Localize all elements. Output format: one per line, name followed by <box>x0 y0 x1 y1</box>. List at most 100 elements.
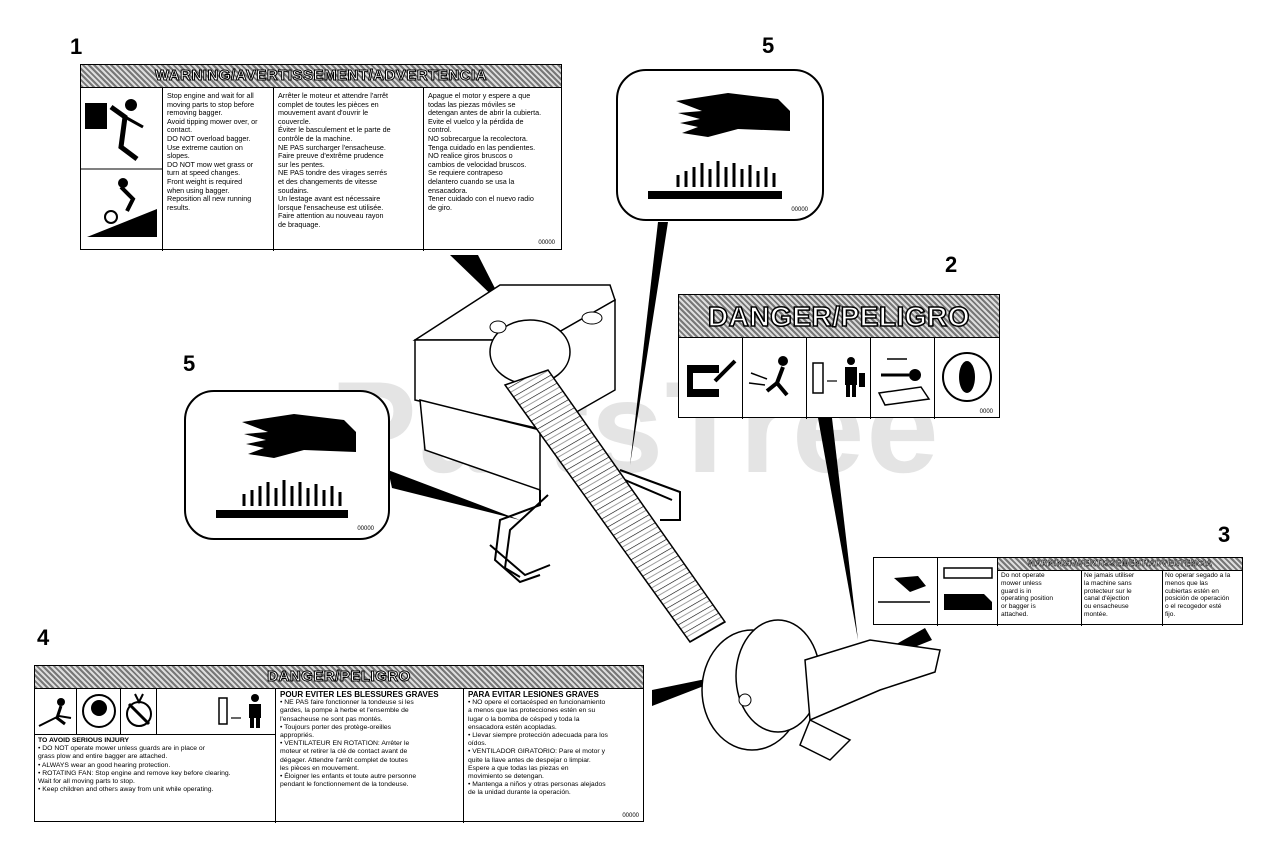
decal-1-english-line: contact. <box>167 125 193 135</box>
guard-in-place-icon <box>943 567 993 610</box>
decal-1-french-line: NE PAS tondre des virages serrés <box>278 168 387 178</box>
decal-3-english-line: Do not operate <box>1001 572 1045 579</box>
decal-1-header: WARNING/AVERTISSEMENT/ADVERTENCIA <box>81 65 561 88</box>
decal-4-english-line: • ROTATING FAN: Stop engine and remove k… <box>38 769 231 777</box>
decal-3-spanish-line: o el recogedor esté <box>1165 603 1222 611</box>
decal-1-spanish-line: de giro. <box>428 202 452 212</box>
decal-5-left-hand-hazard: 00000 <box>184 390 390 540</box>
decal-5-top-hand-hazard: 00000 <box>616 69 824 221</box>
decal-5-left-part-code: 00000 <box>357 526 374 532</box>
decal-1-divider <box>273 87 274 251</box>
decal-3-english-line: guard is in <box>1001 587 1032 595</box>
decal-4-english-text: TO AVOID SERIOUS INJURY • DO NOT operate… <box>38 737 274 821</box>
decal-4-danger: DANGER/PELIGRO TO AVOID SERIOUS <box>34 665 644 823</box>
decal-4-picto-1 <box>35 688 77 734</box>
decal-4-french-line: gardes, la pompe à herbe et l'ensemble d… <box>280 707 409 715</box>
decal-3-spanish-line: No operar segado a la <box>1165 572 1231 579</box>
decal-4-english-line: • DO NOT operate mower unless guards are… <box>38 745 205 753</box>
fan-hazard-icon <box>687 359 737 397</box>
decal-4-spanish-line: Espere a que todas las piezas en <box>468 764 569 772</box>
decal-4-divider <box>35 734 275 735</box>
decal-4-picto-3 <box>121 688 157 734</box>
decal-4-english-line: grass plow and entire bagger are attache… <box>38 753 168 761</box>
decal-1-spanish-line: control. <box>428 125 452 135</box>
decal-4-french-line: l'ensacheuse ne sont pas montés. <box>280 715 383 723</box>
remove-key-icon <box>877 358 931 406</box>
decal-3-french-line: Ne jamais utiliser <box>1084 572 1135 579</box>
decal-1-english-line: turn at speed changes. <box>167 168 241 178</box>
hearing-protection-icon <box>82 694 116 728</box>
decal-4-french-text: POUR ÉVITER LES BLESSURES GRAVES • NE PA… <box>280 691 462 819</box>
discharge-hose <box>503 369 727 643</box>
hand-cut-hazard-icon <box>216 414 356 518</box>
thrown-object-icon <box>38 698 72 727</box>
decal-3-spanish-line: posición de operación <box>1165 595 1230 603</box>
decal-4-spanish-text: PARA EVITAR LESIONES GRAVES • NO opere e… <box>468 691 642 813</box>
decal-3-picto-1 <box>874 558 938 626</box>
callout-number-5-top: 5 <box>762 33 775 58</box>
decal-4-divider <box>275 688 276 823</box>
decal-1-part-code: 00000 <box>538 240 555 246</box>
decal-1-english-line: DO NOT mow wet grass or <box>167 159 254 169</box>
callout-number-4: 4 <box>37 625 50 650</box>
decal-4-spanish-line: • NO opere el cortacésped en funcionamie… <box>468 699 606 707</box>
decal-1-spanish-line: Evite el vuelco y la pérdida de <box>428 116 524 126</box>
decal-4-french-line: • NE PAS faire fonctionner la tondeuse s… <box>280 699 414 707</box>
decal-4-french-line: • VENTILATEUR EN ROTATION: Arrêter le <box>280 740 410 748</box>
callout-number-2: 2 <box>945 252 958 277</box>
decal-1-french-line: de braquage. <box>278 219 321 229</box>
decal-1-spanish-line: todas las piezas móviles se <box>428 99 516 109</box>
decal-4-french-line: • Toujours porter des protège-oreilles <box>280 723 392 731</box>
decal-2-picto-1 <box>679 337 743 419</box>
decal-3-french-line: la machine sans <box>1084 579 1132 587</box>
decal-4-french-line: appropriés. <box>280 732 315 740</box>
blower-housing <box>701 619 941 761</box>
decal-1-french-line: mouvement avant d'ouvrir le <box>278 108 369 118</box>
leader-decal-2 <box>818 418 858 640</box>
decal-1-spanish-line: delantero cuando se usa la <box>428 176 515 186</box>
decal-4-french-line: dégager. Attendre l'arrêt complet de tou… <box>280 756 408 764</box>
thrown-object-icon <box>748 356 789 397</box>
decal-1-warning: WARNING/AVERTISSEMENT/ADVERTENCIA Stop e… <box>80 64 562 251</box>
decal-4-spanish-line: a menos que las protecciones estén en su <box>468 707 596 715</box>
decal-1-french-line: sur les pentes. <box>278 159 325 169</box>
decal-1-english-line: Reposition all new running <box>167 194 252 204</box>
callout-number-5-left: 5 <box>183 351 196 376</box>
decal-1-french-line: couvercle. <box>278 116 311 126</box>
decal-4-picto-4 <box>157 688 275 734</box>
decal-2-danger: DANGER/PELIGRO <box>678 294 1000 419</box>
keep-bystanders-away-icon <box>218 694 261 728</box>
decal-3-header: WARNING/AVERTISSEMENT/ADVERTENCIA <box>998 558 1242 571</box>
decal-1-french-line: Éviter le basculement et le parte de <box>278 125 391 135</box>
decal-1-french-line: Faire preuve d'extrême prudence <box>278 151 384 161</box>
decal-4-spanish-line: lugar o la bomba de césped y toda la <box>468 715 580 723</box>
decal-3-english-line: mower unless <box>1001 579 1042 587</box>
decal-1-french-line: contrôle de la machine. <box>278 133 353 143</box>
decal-4-spanish-line: movimiento se detengan. <box>468 773 544 781</box>
rotating-fan-icon <box>126 693 152 727</box>
decal-2-header: DANGER/PELIGRO <box>679 295 999 338</box>
decal-1-french-line: NE PAS surcharger l'ensacheuse. <box>278 142 386 152</box>
decal-3-french-line: canal d'éjection <box>1084 595 1130 603</box>
decal-3-english-line: operating position <box>1001 595 1054 603</box>
decal-1-spanish-line: Tener cuidado con el nuevo radio <box>428 194 534 204</box>
decal-1-spanish-line: cambios de velocidad bruscos. <box>428 159 527 169</box>
decal-3-french-line: protecteur sur le <box>1084 587 1132 595</box>
decal-1-english-line: results. <box>167 202 191 212</box>
hand-cut-hazard-icon <box>648 93 790 199</box>
tipping-hazard-icon <box>81 99 163 237</box>
decal-1-english-line: when using bagger. <box>167 185 230 195</box>
decal-2-picto-4 <box>871 337 935 419</box>
decal-5-top-part-code: 00000 <box>791 207 808 213</box>
decal-1-french-line: Arrêter le moteur et attendre l'arrêt <box>278 92 389 100</box>
decal-3-english-line: attached. <box>1001 610 1029 618</box>
decal-4-spanish-line: • Mantenga a niños y otras personas alej… <box>468 781 606 789</box>
decal-1-spanish-line: Apague el motor y espere a que <box>428 92 531 100</box>
decal-4-spanish-line: ensacadora estén acopladas. <box>468 723 557 731</box>
decal-4-divider <box>463 688 464 823</box>
decal-1-french-line: complet de toutes les pièces en <box>278 99 379 109</box>
decal-1-english-line: DO NOT overload bagger. <box>167 133 251 143</box>
